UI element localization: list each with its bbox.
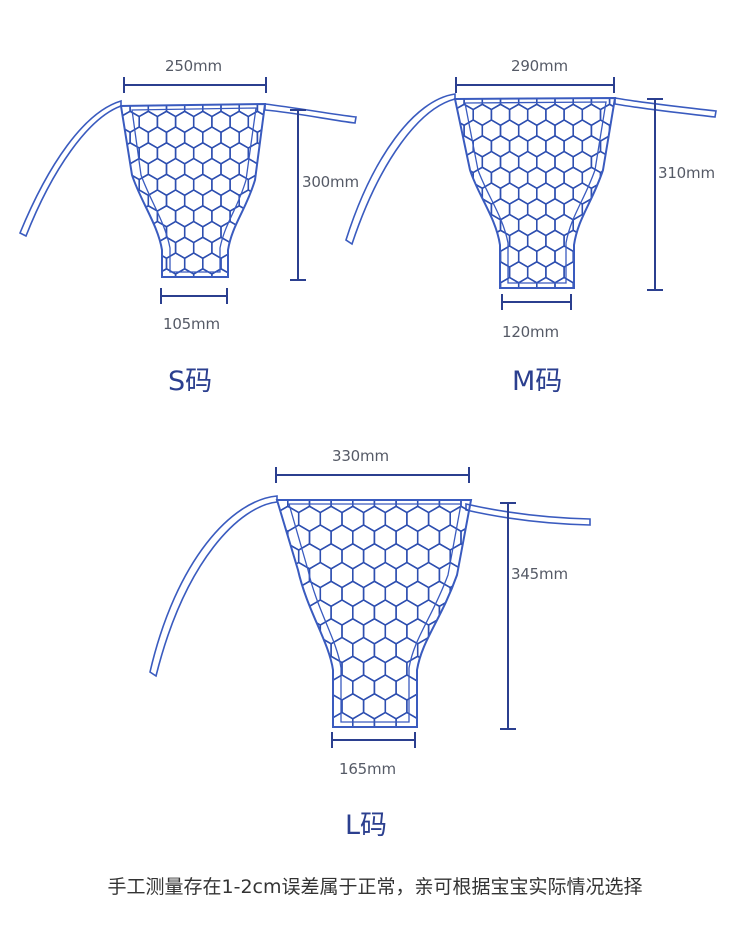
hex-cell: [245, 713, 267, 738]
size-l-top-width: 330mm: [332, 447, 389, 465]
hex-cell: [277, 580, 278, 608]
size-l-dimension-lines: [275, 467, 516, 748]
size-l-height: 345mm: [511, 565, 568, 583]
hex-cell: [277, 711, 289, 727]
hex-cell: [427, 655, 451, 683]
hex-cell: [277, 580, 300, 608]
size-s-height: 300mm: [302, 173, 359, 191]
hex-cell: [156, 267, 177, 277]
hex-cell: [472, 694, 494, 719]
hex-cell: [554, 276, 574, 288]
hex-cell: [460, 599, 471, 626]
hex-cell: [277, 599, 289, 626]
hex-cell: [287, 711, 311, 727]
hex-cell: [438, 674, 462, 701]
hex-cell: [277, 542, 300, 570]
hex-cell: [174, 267, 195, 277]
measurement-note: 手工测量存在1-2cm误差属于正常，亲可根据宝宝实际情况选择: [107, 876, 643, 898]
size-s-left-strap: [18, 99, 122, 238]
hex-cell: [427, 692, 451, 720]
hex-cell: [460, 561, 471, 589]
hex-cell: [297, 692, 322, 720]
hex-cell: [416, 711, 441, 727]
hex-cell: [277, 655, 278, 683]
hex-cell: [297, 655, 322, 683]
size-l-mesh: [245, 500, 494, 738]
hex-cell: [460, 674, 471, 701]
size-m-left-strap: [345, 93, 456, 246]
hex-cell: [211, 267, 231, 277]
hex-cell: [330, 711, 354, 727]
size-m-garment-outline: [453, 96, 617, 289]
hex-cell: [277, 561, 289, 589]
hex-cell: [438, 636, 462, 664]
hex-cell: [449, 692, 471, 720]
hex-cell: [517, 276, 538, 288]
size-s-dimension-lines: [123, 77, 306, 304]
size-s-inner-edge: [131, 107, 257, 273]
hex-cell: [245, 638, 267, 663]
hex-cell: [416, 636, 441, 664]
hex-cell: [277, 692, 300, 720]
hex-cell: [245, 563, 267, 588]
hex-cell: [395, 711, 419, 727]
hex-cell: [277, 655, 300, 683]
hex-cell: [277, 505, 278, 533]
hex-cell: [308, 674, 332, 701]
size-s-bottom-width: 105mm: [163, 315, 220, 333]
hex-cell: [438, 711, 462, 727]
hex-cell: [192, 267, 213, 277]
hex-cell: [472, 544, 494, 569]
hex-cell: [416, 674, 441, 701]
hex-cell: [308, 711, 332, 727]
hex-cell: [277, 692, 278, 720]
hex-cell: [460, 711, 471, 727]
size-m-inner-edge: [464, 101, 607, 284]
hex-cell: [352, 711, 376, 727]
hex-cell: [472, 656, 494, 681]
hex-cell: [449, 617, 471, 645]
hex-cell: [499, 276, 520, 288]
hex-cell: [449, 655, 471, 683]
hex-cell: [277, 524, 289, 551]
hex-cell: [277, 636, 289, 664]
hex-cell: [536, 276, 556, 288]
size-m-dimension-lines: [455, 77, 663, 310]
hex-cell: [472, 619, 494, 644]
size-s-top-width: 250mm: [165, 57, 222, 75]
hex-cell: [277, 674, 289, 701]
hex-cell: [245, 600, 267, 625]
size-l-right-strap: [465, 502, 591, 526]
hex-cell: [438, 599, 462, 626]
hex-cell: [472, 581, 494, 606]
hex-cell: [287, 674, 311, 701]
hex-cell: [277, 617, 300, 645]
size-s-garment-outline: [119, 102, 267, 278]
hex-cell: [460, 636, 471, 664]
size-l-label: L码: [345, 810, 388, 841]
hex-cell: [245, 525, 267, 550]
size-m-top-width: 290mm: [511, 57, 568, 75]
hex-cell: [373, 711, 397, 727]
size-m-height: 310mm: [658, 164, 715, 182]
size-l-garment-outline: [275, 499, 473, 728]
hex-cell: [287, 636, 311, 664]
size-l-inner-edge: [288, 503, 462, 723]
hex-cell: [245, 675, 267, 700]
size-s-label: S码: [168, 366, 213, 397]
size-m-right-strap: [614, 97, 717, 118]
size-m-label: M码: [512, 366, 563, 397]
size-l-left-strap: [149, 495, 278, 678]
size-m-bottom-width: 120mm: [502, 323, 559, 341]
hex-cell: [287, 599, 311, 626]
size-l-bottom-width: 165mm: [339, 760, 396, 778]
hex-cell: [277, 542, 278, 570]
size-s-right-strap: [264, 103, 357, 124]
hex-cell: [277, 617, 278, 645]
